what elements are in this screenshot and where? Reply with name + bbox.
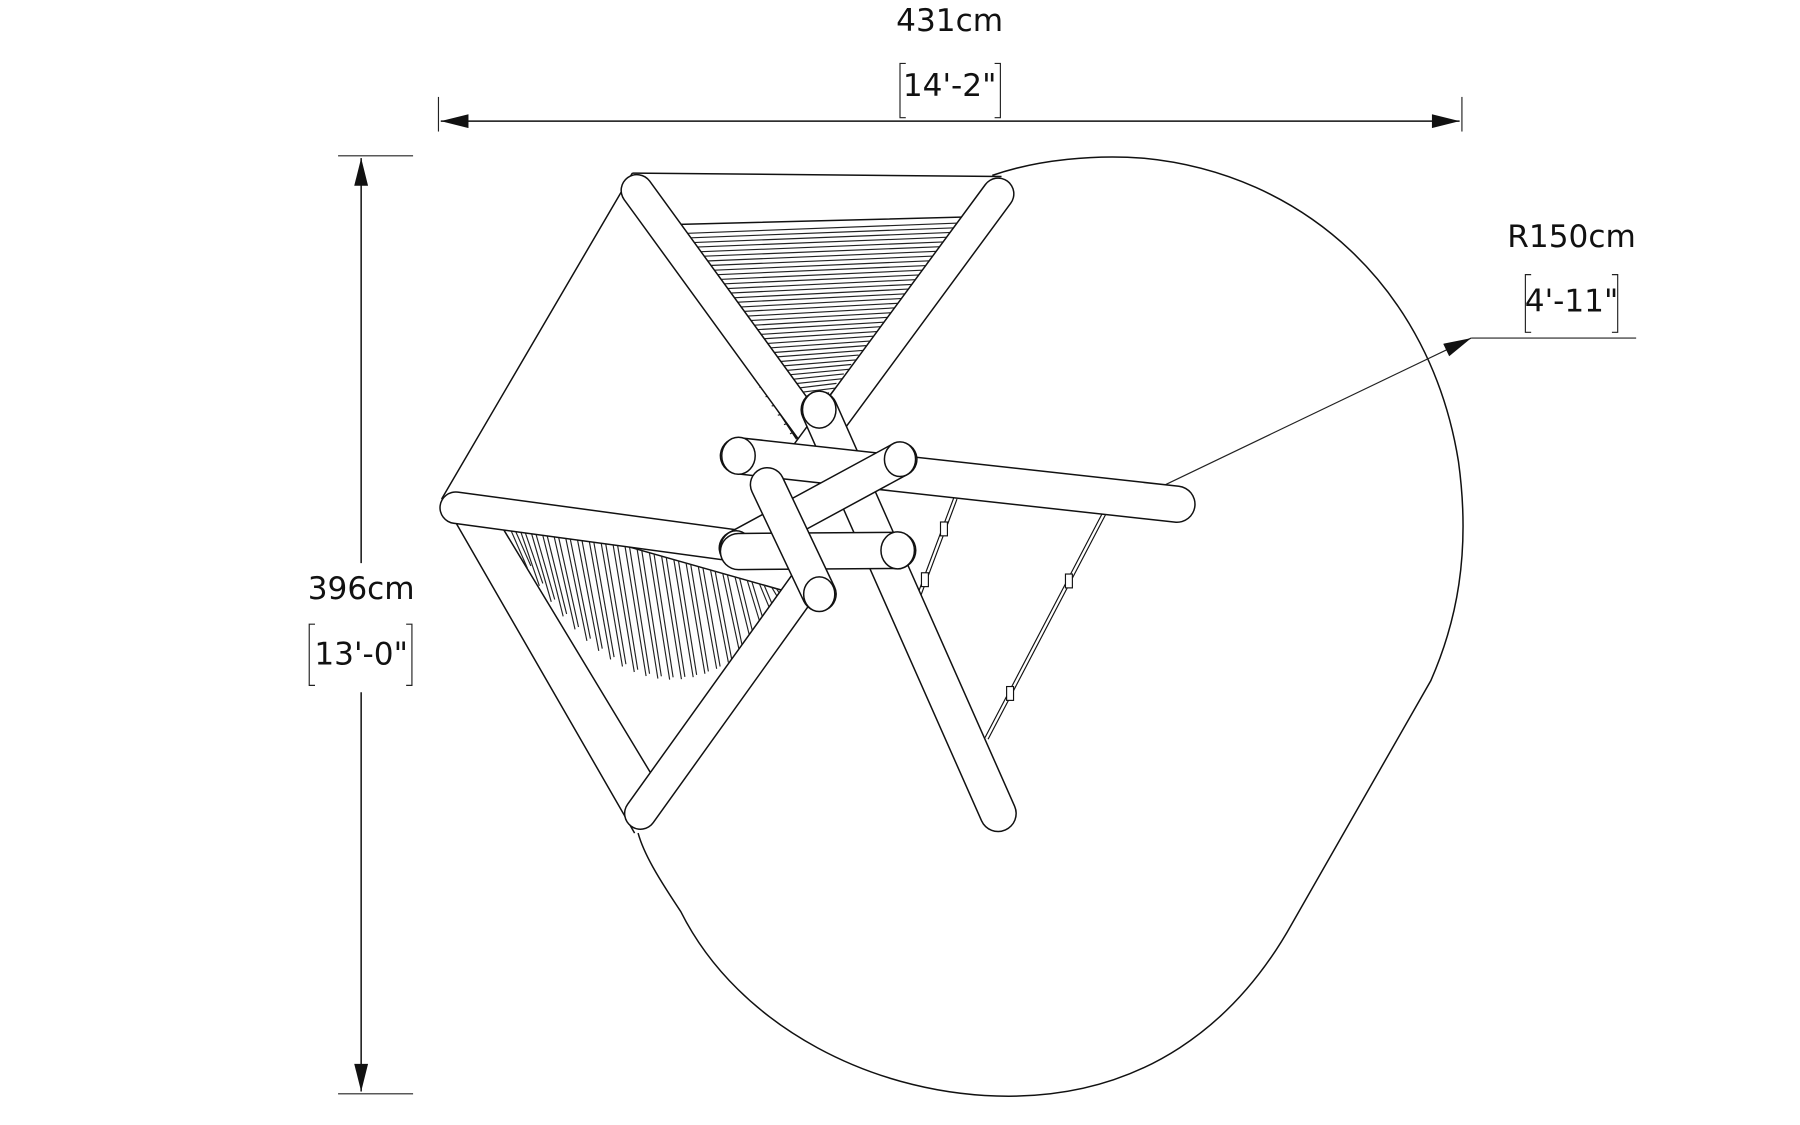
seat-slat [624, 545, 647, 677]
tube-end-cap [720, 436, 756, 475]
radius-metric-label: R150cm [1507, 219, 1636, 255]
seat-slat [690, 564, 709, 672]
seat-slat [616, 543, 639, 670]
frame-tube [625, 561, 825, 829]
backrest-slat [692, 274, 926, 286]
rope-clip [1064, 573, 1073, 589]
seat-slat [697, 566, 718, 669]
seat-slat [673, 559, 694, 678]
backrest-slat [673, 245, 948, 259]
backrest-slat [710, 297, 903, 310]
width-dimension: 431cm 14'-2" [437, 3, 1463, 132]
backrest-slat [685, 260, 933, 272]
tube-end-cap [801, 390, 837, 429]
seat-slat [563, 528, 588, 642]
canvas-outline [441, 172, 1002, 834]
backrest-slat [698, 283, 918, 296]
radius-dimension: R150cm 4'-11" [1105, 219, 1637, 514]
seat-slat [677, 560, 698, 675]
seat-slat [599, 538, 624, 667]
seat-slat [543, 522, 568, 615]
backrest-slat [661, 222, 962, 235]
radius-imperial-label: 4'-11" [1525, 284, 1619, 320]
seat-slat [580, 532, 603, 649]
backrest-slat [685, 264, 933, 277]
backrest-slat [704, 293, 911, 305]
tube-end-cap [802, 576, 836, 613]
seat-slat [685, 562, 706, 674]
height-imperial-label: 13'-0" [314, 637, 408, 673]
backrest-slat [692, 269, 926, 282]
frame-tube [751, 468, 836, 611]
height-metric-label: 396cm [308, 571, 415, 607]
seat-slat [604, 539, 627, 665]
swing-clearance-outline [637, 156, 1464, 1097]
seat-slat [612, 542, 635, 673]
seat-slat [722, 573, 741, 655]
frame-tubes [439, 173, 1196, 833]
seat-slat [648, 552, 671, 680]
frame-tube [621, 175, 837, 460]
seat-slat [538, 521, 564, 617]
seat-slat [567, 529, 591, 639]
seat-slat [726, 574, 745, 653]
rope-clip [920, 572, 929, 588]
backrest-slat [661, 226, 962, 240]
frame-tube [721, 438, 1195, 522]
seat-slat [592, 536, 615, 658]
seat-slat [555, 526, 580, 628]
backrest-slat [673, 241, 948, 254]
rope-clip [939, 521, 948, 537]
width-imperial-label: 14'-2" [903, 68, 997, 104]
tube-end-cap [883, 441, 917, 478]
height-dimension: 396cm 13'-0" [308, 155, 415, 1095]
seat-slat [661, 556, 682, 680]
support-ropes [915, 497, 1107, 740]
backrest-slat [667, 231, 955, 245]
backrest-slat [679, 255, 940, 268]
width-metric-label: 431cm [896, 3, 1003, 39]
seat-slat [636, 549, 659, 679]
seat-slat [653, 553, 674, 678]
seat-slat [734, 576, 753, 646]
seat-slat [587, 535, 612, 660]
rope-clip [1006, 685, 1015, 701]
rope [985, 512, 1106, 739]
seat-slat [641, 550, 662, 677]
backrest-slat [667, 236, 955, 249]
seat-slat [550, 524, 576, 630]
seat-slat [709, 569, 729, 663]
seat-slat [575, 531, 600, 652]
backrest-slat [679, 250, 940, 263]
backrest-slat [698, 278, 918, 291]
seat-slat [628, 546, 651, 674]
backrest-slat [704, 288, 911, 300]
tube-end-cap [880, 531, 916, 570]
seat-slat [665, 557, 686, 677]
seat-slat [714, 571, 733, 661]
seat-slat [702, 567, 721, 667]
